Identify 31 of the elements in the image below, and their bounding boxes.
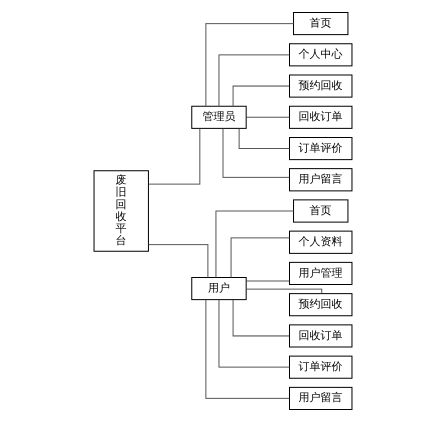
node-box: 首页: [293, 199, 348, 223]
node-box: 用户留言: [289, 386, 352, 410]
connector: [246, 116, 290, 118]
node-box: 管理员: [191, 106, 247, 129]
connector: [215, 210, 294, 278]
connector: [218, 300, 290, 368]
node-box: 预约回收: [289, 293, 352, 316]
connector: [148, 244, 208, 278]
node-box: 回收订单: [289, 324, 352, 348]
node-box: 预约回收: [289, 74, 352, 98]
node-box: 回收订单: [289, 106, 352, 129]
connector: [230, 237, 290, 278]
node-box: 订单评价: [289, 356, 352, 379]
node-box: 首页: [293, 12, 348, 36]
connector: [205, 300, 290, 399]
node-box: 个人资料: [289, 230, 352, 254]
connector: [148, 128, 200, 185]
node-box: 废旧回收平台: [94, 170, 149, 252]
connector: [232, 300, 290, 336]
node-box: 订单评价: [289, 136, 352, 160]
node-box: 个人中心: [289, 43, 352, 66]
connector: [205, 23, 294, 106]
connector: [246, 280, 290, 282]
node-box: 用户管理: [289, 262, 352, 286]
connector: [232, 86, 290, 106]
connector: [222, 128, 290, 178]
node-box: 用户: [191, 277, 247, 300]
connector: [246, 288, 322, 294]
connector: [238, 128, 290, 150]
connector: [218, 54, 290, 106]
node-box: 用户留言: [289, 168, 352, 192]
